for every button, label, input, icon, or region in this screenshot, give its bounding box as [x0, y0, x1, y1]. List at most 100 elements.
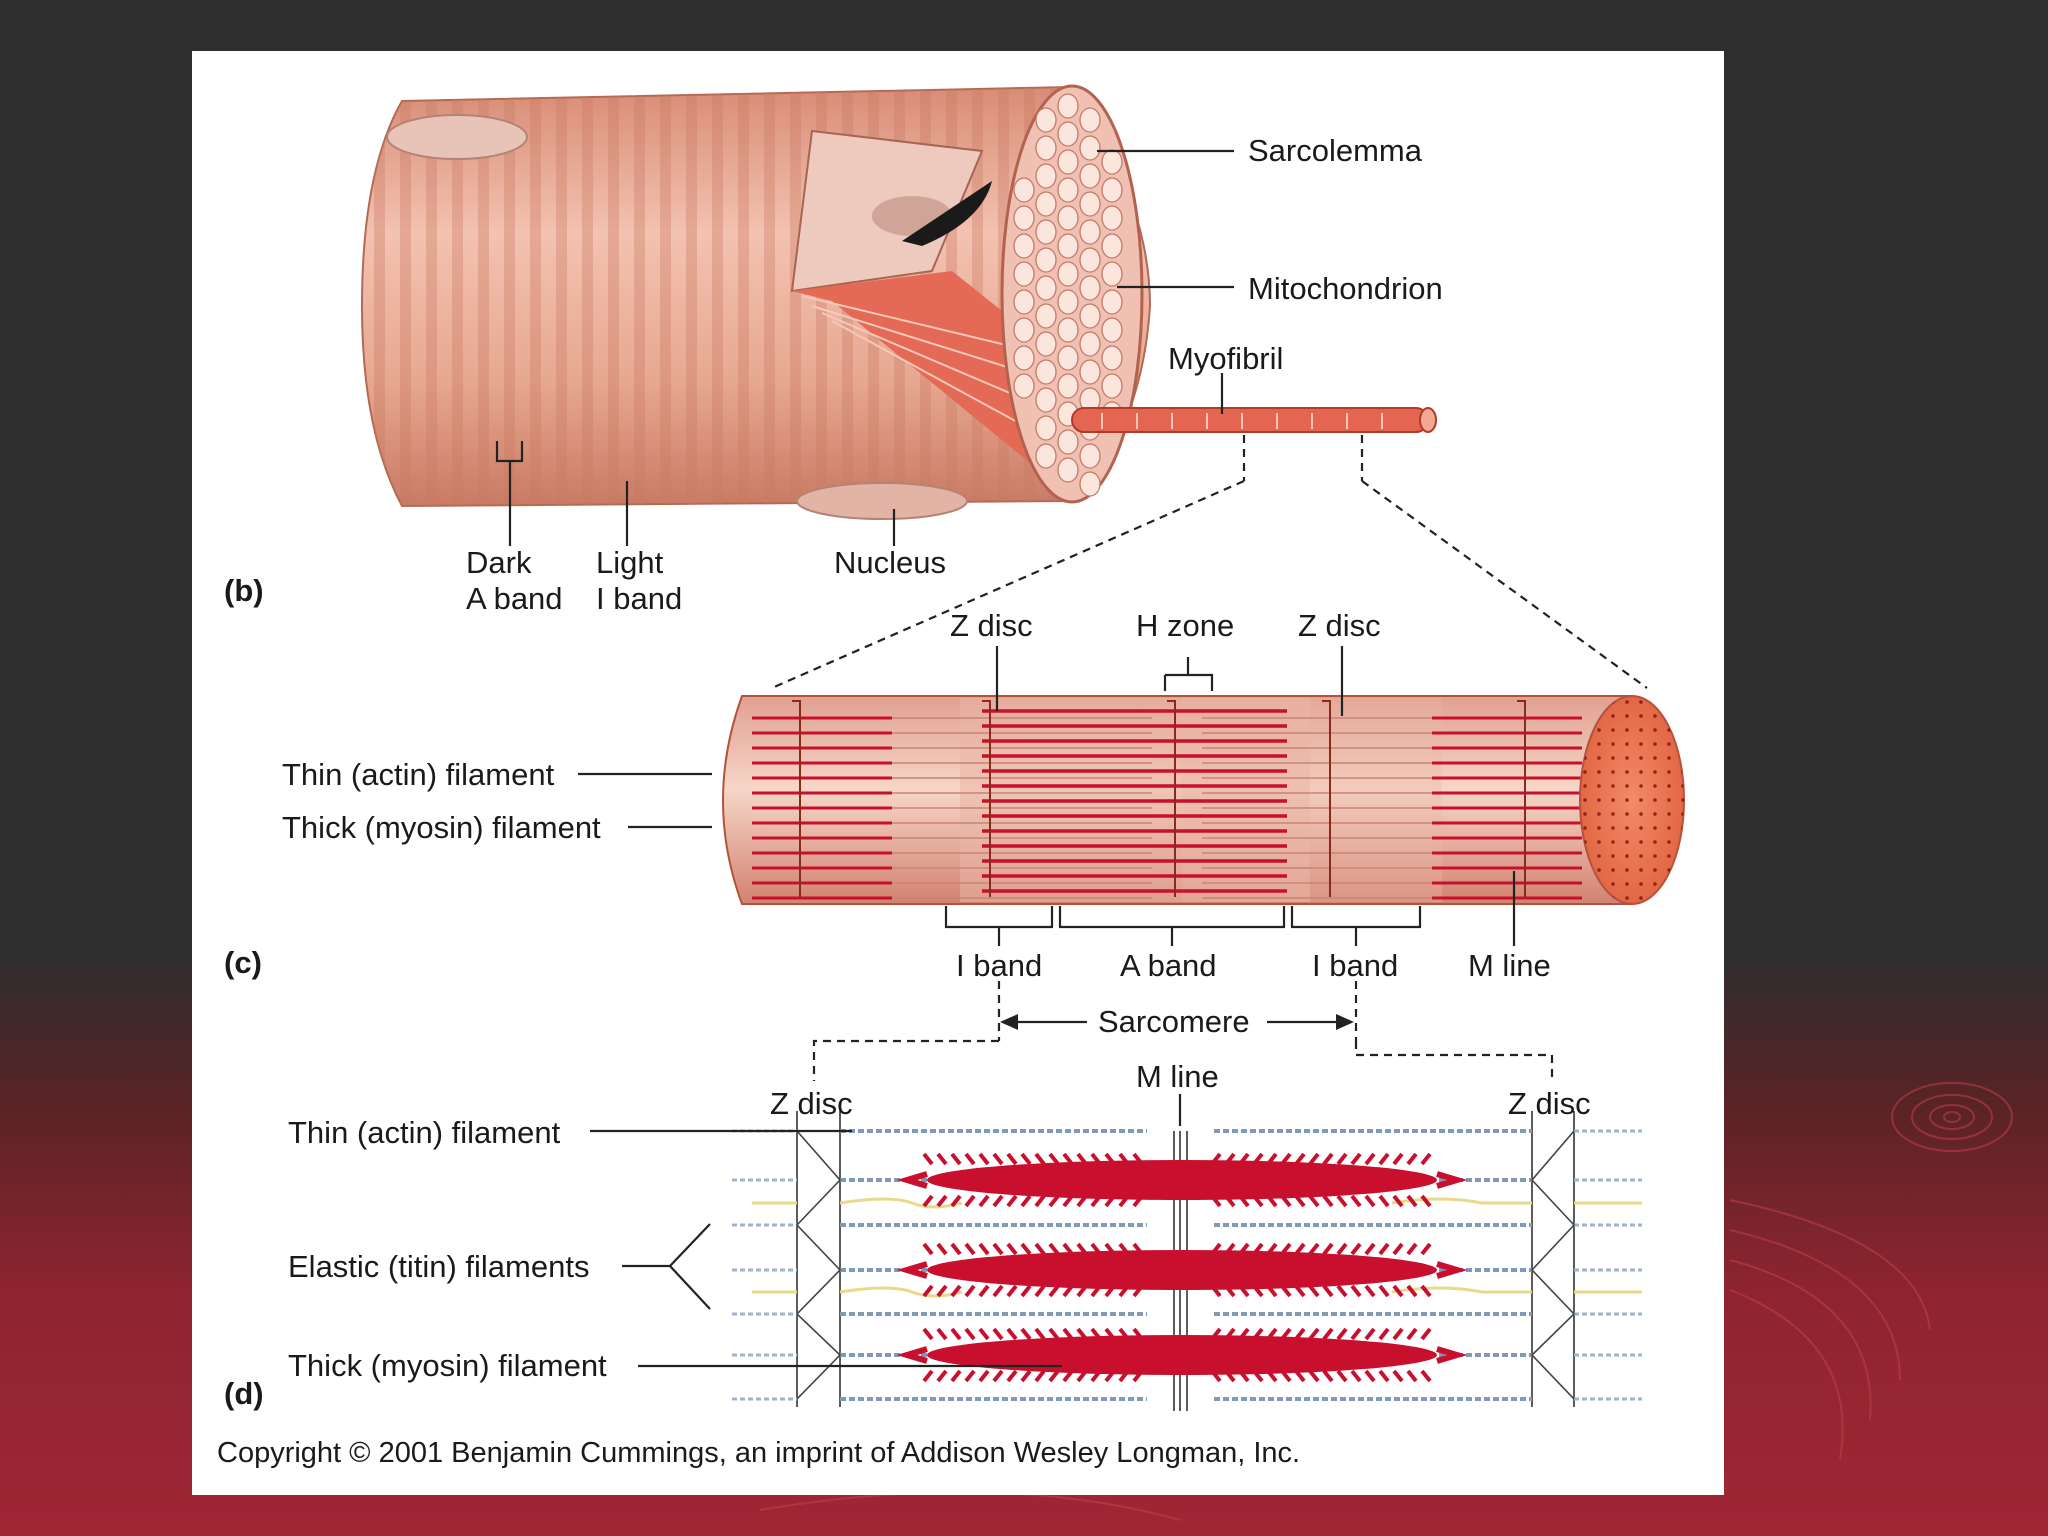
myosin-head	[1406, 1369, 1418, 1383]
myosin-head	[1062, 1242, 1074, 1256]
myosin-head	[950, 1369, 962, 1383]
myosin-head	[1034, 1194, 1046, 1208]
myofibril-cross-section	[1079, 359, 1101, 385]
myosin-head	[1118, 1327, 1130, 1341]
myofibril-cross-section	[1101, 317, 1123, 343]
panel-d-tag: (d)	[224, 1376, 264, 1411]
thick-filament-label-d: Thick (myosin) filament	[288, 1348, 607, 1383]
myosin-tip	[896, 1261, 1468, 1279]
myosin-head	[1392, 1242, 1404, 1256]
copyright-notice: Copyright © 2001 Benjamin Cummings, an i…	[217, 1437, 1300, 1469]
myosin-head	[964, 1327, 976, 1341]
myosin-head	[1062, 1152, 1074, 1166]
panel-d-leader-lines	[590, 1094, 1182, 1368]
myosin-head	[1322, 1152, 1334, 1166]
panel-c-tag: (c)	[224, 945, 262, 980]
myosin-head	[1378, 1327, 1390, 1341]
titin-filament	[1391, 1286, 1642, 1294]
myofibril-cross-section	[1079, 471, 1101, 497]
myofibril-cross-section	[1079, 331, 1101, 357]
myofibril-cross-section	[1057, 345, 1079, 371]
myosin-head	[1076, 1152, 1088, 1166]
myosin-head	[1132, 1327, 1144, 1341]
myosin-head	[936, 1152, 948, 1166]
dark-band-label-line1: Dark	[466, 545, 532, 580]
myosin-head	[936, 1284, 948, 1298]
myofibril-cross-section	[1079, 247, 1101, 273]
myosin-head	[964, 1152, 976, 1166]
myosin-head	[978, 1327, 990, 1341]
myosin-head	[1048, 1369, 1060, 1383]
myosin-head	[1350, 1152, 1362, 1166]
figure-panel: Sarcolemma Mitochondrion Myofibril Dark …	[192, 51, 1724, 1495]
myosin-head	[950, 1152, 962, 1166]
titin-filament	[752, 1197, 963, 1209]
myosin-head	[1252, 1194, 1264, 1208]
myofibril-cross-section	[1079, 135, 1101, 161]
myosin-head	[1210, 1194, 1222, 1208]
myosin-head	[1252, 1242, 1264, 1256]
myosin-head	[1090, 1242, 1102, 1256]
myosin-head	[1104, 1152, 1116, 1166]
myofibril-cross-section	[1079, 191, 1101, 217]
myosin-head	[978, 1284, 990, 1298]
myosin-head	[992, 1284, 1004, 1298]
myosin-head	[1308, 1284, 1320, 1298]
myosin-head	[1420, 1152, 1432, 1166]
myosin-head	[1104, 1284, 1116, 1298]
myofibril-cross-section	[1101, 261, 1123, 287]
myofibril-cross-section	[1013, 373, 1035, 399]
myosin-head	[1364, 1152, 1376, 1166]
myosin-head	[1322, 1284, 1334, 1298]
myosin-head	[1252, 1152, 1264, 1166]
myofibril-cross-section	[1035, 359, 1057, 385]
myosin-head	[1224, 1152, 1236, 1166]
myosin-head	[978, 1369, 990, 1383]
myosin-head	[1336, 1327, 1348, 1341]
myofibril-cross-section	[1101, 233, 1123, 259]
m-line-label-c: M line	[1468, 948, 1551, 983]
myosin-head	[964, 1194, 976, 1208]
myosin-head	[1210, 1242, 1222, 1256]
i-band-right-label: I band	[1312, 948, 1398, 983]
myosin-head	[1350, 1327, 1362, 1341]
myosin-bundle	[927, 1335, 1437, 1375]
myosin-head	[1104, 1194, 1116, 1208]
myofibril-cross-section	[1035, 191, 1057, 217]
myosin-head	[1350, 1242, 1362, 1256]
myofibril-cross-section	[1035, 387, 1057, 413]
myosin-head	[1322, 1369, 1334, 1383]
myosin-head	[1006, 1284, 1018, 1298]
myofibril-cross-section	[1057, 429, 1079, 455]
sarcolemma-label: Sarcolemma	[1248, 133, 1423, 168]
myosin-head	[1280, 1152, 1292, 1166]
myosin-head	[1294, 1194, 1306, 1208]
myosin-head	[978, 1152, 990, 1166]
myosin-head	[1210, 1327, 1222, 1341]
myosin-head	[1020, 1152, 1032, 1166]
myofibril-cross-section	[1035, 247, 1057, 273]
myosin-head	[1294, 1242, 1306, 1256]
myofibril-cross-section	[1057, 373, 1079, 399]
myosin-head	[1294, 1327, 1306, 1341]
myosin-head	[922, 1369, 934, 1383]
myosin-head	[1132, 1369, 1144, 1383]
myosin-head	[1224, 1327, 1236, 1341]
myosin-head	[1364, 1284, 1376, 1298]
nucleus-label: Nucleus	[834, 545, 946, 580]
myosin-head	[992, 1242, 1004, 1256]
myofibril-cross-section	[1035, 107, 1057, 133]
myosin-head	[1090, 1284, 1102, 1298]
myofibril-cross-section	[1057, 205, 1079, 231]
myosin-head	[922, 1152, 934, 1166]
myosin-head	[950, 1284, 962, 1298]
myosin-head	[1048, 1152, 1060, 1166]
myosin-head	[1034, 1284, 1046, 1298]
myosin-head	[1118, 1284, 1130, 1298]
myosin-head	[1266, 1152, 1278, 1166]
myofibril-cross-section	[1035, 135, 1057, 161]
myosin-head	[1280, 1327, 1292, 1341]
myosin-head	[1118, 1242, 1130, 1256]
myosin-head	[1090, 1194, 1102, 1208]
myosin-head	[1132, 1194, 1144, 1208]
